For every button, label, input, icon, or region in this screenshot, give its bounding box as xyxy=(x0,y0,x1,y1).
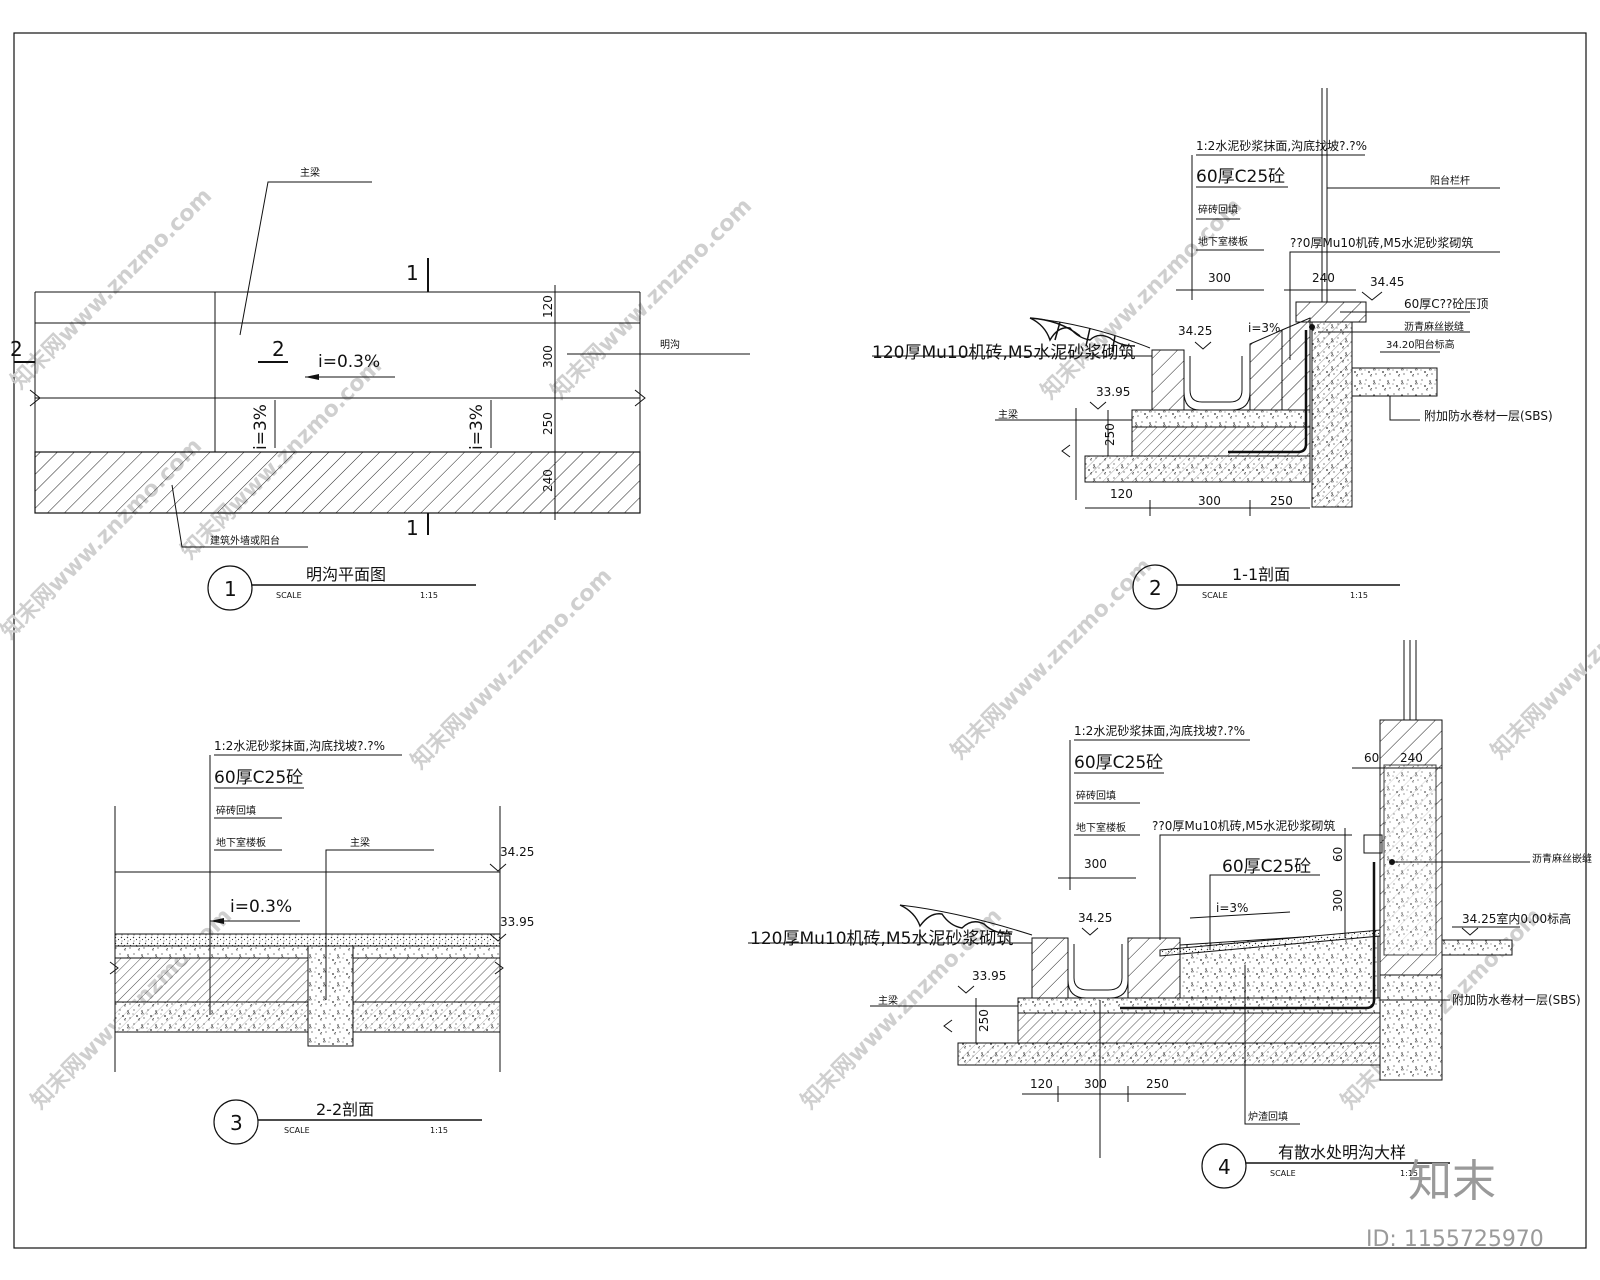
layer-note: 1:2水泥砂浆抹面,沟底找坡?.?% xyxy=(1196,138,1367,153)
dimension: 250 xyxy=(1270,494,1293,508)
dimension: 240 xyxy=(1400,751,1423,765)
detail-number: 2 xyxy=(1149,576,1162,600)
elevation: 33.95 xyxy=(972,969,1006,983)
scale-value: 1:15 xyxy=(1350,591,1368,600)
layer-note: 碎砖回填 xyxy=(216,804,256,817)
section-cut-label: 2 xyxy=(272,337,285,361)
layer-note: ??0厚Mu10机砖,M5水泥砂浆砌筑 xyxy=(1290,235,1473,250)
detail-title: 2-2剖面 xyxy=(316,1100,374,1119)
leader-label-main-beam: 主梁 xyxy=(300,166,320,179)
dimension: 300 xyxy=(541,345,555,368)
leader-label: 60厚C??砼压顶 xyxy=(1404,297,1488,311)
layer-note: 60厚C25砼 xyxy=(214,768,303,788)
detail-title: 1-1剖面 xyxy=(1232,565,1290,584)
section-cut-label: 1 xyxy=(406,261,419,285)
detail-title: 有散水处明沟大样 xyxy=(1278,1143,1406,1162)
leader-label: 阳台栏杆 xyxy=(1430,174,1470,187)
layer-note: 地下室楼板 xyxy=(1198,235,1248,248)
slope-label: i=0.3% xyxy=(230,897,292,917)
layer-note: 1:2水泥砂浆抹面,沟底找坡?.?% xyxy=(1074,723,1245,738)
leader-label: 沥青麻丝嵌缝 xyxy=(1404,320,1464,333)
leader-label: 炉渣回填 xyxy=(1248,1110,1288,1123)
elevation: 33.95 xyxy=(1096,385,1130,399)
section-cut-label: 1 xyxy=(406,516,419,540)
scale-label: SCALE xyxy=(1202,591,1228,600)
detail-1-plan: 1 1 2 2 i=0.3% i=3% i=3% 主梁 明沟 建筑外墙或阳台 1… xyxy=(10,166,750,611)
leader-label: 主梁 xyxy=(878,994,898,1007)
elevation: 34.25 xyxy=(500,845,534,859)
slope-label: i=3% xyxy=(1248,321,1280,335)
dimension: 300 xyxy=(1084,857,1107,871)
section-cut-label: 2 xyxy=(10,337,23,361)
dimension: 250 xyxy=(541,412,555,435)
leader-label-trench: 明沟 xyxy=(660,338,680,351)
dimension: 300 xyxy=(1331,889,1345,912)
layer-note: ??0厚Mu10机砖,M5水泥砂浆砌筑 xyxy=(1152,818,1335,833)
scale-label: SCALE xyxy=(276,591,302,600)
elevation: 34.45 xyxy=(1370,275,1404,289)
elevation: 34.25 xyxy=(1078,911,1112,925)
detail-2-section-1-1: 1:2水泥砂浆抹面,沟底找坡?.?% 60厚C25砼 碎砖回填 地下室楼板 ??… xyxy=(872,88,1553,610)
leader-label: 34.20阳台标高 xyxy=(1386,338,1455,351)
dimension: 120 xyxy=(1110,487,1133,501)
brand-watermark: 知末 ID: 1155725970 xyxy=(1366,1156,1544,1252)
layer-note: 碎砖回填 xyxy=(1198,203,1238,216)
dimension: 250 xyxy=(977,1009,991,1032)
watermark-text: 知末网www.znzmo.com xyxy=(546,193,757,404)
dimension: 60 xyxy=(1331,847,1345,862)
detail-title: 明沟平面图 xyxy=(306,565,386,584)
dimension: 300 xyxy=(1208,271,1231,285)
slope-label: i=0.3% xyxy=(318,352,380,372)
dimension: 120 xyxy=(541,295,555,318)
sheet-border xyxy=(13,32,1587,1249)
scale-value: 1:15 xyxy=(420,591,438,600)
leader-label: 主梁 xyxy=(998,408,1018,421)
dimension: 240 xyxy=(541,469,555,492)
watermark-text: 知末网www.znzmo.com xyxy=(1486,553,1600,764)
leader-label-wall: 建筑外墙或阳台 xyxy=(210,534,280,547)
leader-label: 120厚Mu10机砖,M5水泥砂浆砌筑 xyxy=(872,343,1135,363)
dimension: 300 xyxy=(1198,494,1221,508)
elevation: 33.95 xyxy=(500,915,534,929)
leader-label: 34.25室内0.00标高 xyxy=(1462,911,1571,926)
detail-4-enlarged: 1:2水泥砂浆抹面,沟底找坡?.?% 60厚C25砼 碎砖回填 地下室楼板 ??… xyxy=(748,640,1592,1189)
dimension: 300 xyxy=(1084,1077,1107,1091)
dimension: 240 xyxy=(1312,271,1335,285)
dimension: 250 xyxy=(1103,423,1117,446)
brand-logo: 知末 xyxy=(1408,1156,1496,1207)
detail-number: 4 xyxy=(1218,1155,1231,1179)
layer-note: 地下室楼板 xyxy=(216,836,266,849)
scale-label: SCALE xyxy=(1270,1169,1296,1178)
scale-label: SCALE xyxy=(284,1126,310,1135)
layer-note: 60厚C25砼 xyxy=(1222,857,1311,877)
layer-note: 1:2水泥砂浆抹面,沟底找坡?.?% xyxy=(214,738,385,753)
layer-note: 碎砖回填 xyxy=(1076,789,1116,802)
layer-note: 60厚C25砼 xyxy=(1196,167,1285,187)
slope-label: i=3% xyxy=(251,404,271,450)
watermark-text: 知末网www.znzmo.com xyxy=(6,183,217,394)
leader-label: 120厚Mu10机砖,M5水泥砂浆砌筑 xyxy=(750,929,1013,949)
leader-label: 附加防水卷材一层(SBS) xyxy=(1424,408,1553,423)
detail-number: 1 xyxy=(224,577,237,601)
leader-label: 主梁 xyxy=(350,836,370,849)
dimension: 250 xyxy=(1146,1077,1169,1091)
slope-label: i=3% xyxy=(1216,901,1248,915)
leader-label: 附加防水卷材一层(SBS) xyxy=(1452,992,1581,1007)
scale-value: 1:15 xyxy=(1400,1169,1418,1178)
detail-number: 3 xyxy=(230,1111,243,1135)
dimension: 60 xyxy=(1364,751,1379,765)
elevation: 34.25 xyxy=(1178,324,1212,338)
leader-label: 沥青麻丝嵌缝 xyxy=(1532,852,1592,865)
scale-value: 1:15 xyxy=(430,1126,448,1135)
dimension: 120 xyxy=(1030,1077,1053,1091)
layer-note: 60厚C25砼 xyxy=(1074,753,1163,773)
layer-note: 地下室楼板 xyxy=(1076,821,1126,834)
image-id: ID: 1155725970 xyxy=(1366,1227,1544,1252)
detail-3-section-2-2: i=0.3% 1:2水泥砂浆抹面,沟底找坡?.?% 60厚C25砼 碎砖回填 地… xyxy=(109,738,534,1145)
slope-label: i=3% xyxy=(467,404,487,450)
